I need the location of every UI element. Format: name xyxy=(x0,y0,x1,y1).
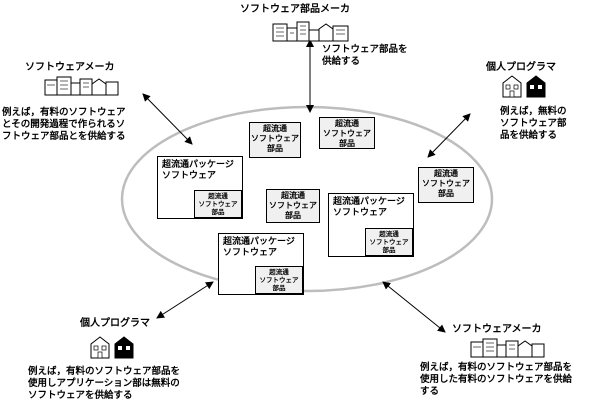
houses-icon xyxy=(90,336,134,359)
package-title: 超流通パッケージ ソフトウェア xyxy=(333,197,405,218)
arrow-bottom-left xyxy=(156,281,214,319)
top-right-description: 例えば，無料の ソフトウェア部 品を供給する xyxy=(500,106,567,141)
standalone-component: 超流通 ソフトウェア 部品 xyxy=(249,122,301,158)
top-center-label: ソフトウェア部品メーカ xyxy=(240,4,350,15)
standalone-component: 超流通 ソフトウェア 部品 xyxy=(266,189,320,223)
city-buildings-icon xyxy=(470,338,545,358)
top-center-arrow-caption: ソフトウェア部品を 供給する xyxy=(322,44,408,67)
package-software: 超流通パッケージ ソフトウェア 超流通 ソフトウェア 部品 xyxy=(328,193,414,257)
top-right-label: 個人プログラマ xyxy=(486,62,556,73)
bottom-right-description: 例えば，有料のソフトウェア部品を 使用した有料のソフトウェアを供給 する xyxy=(420,362,573,397)
bottom-right-label: ソフトウェアメーカ xyxy=(452,324,542,335)
top-left-description: 例えば，有料のソフトウェア とその開発過程で作られるソ フトウェア部品とを供給す… xyxy=(2,107,126,142)
arrow-top-left xyxy=(142,93,193,145)
package-software: 超流通パッケージ ソフトウェア 超流通 ソフトウェア 部品 xyxy=(218,233,304,295)
embedded-component: 超流通 ソフトウェア 部品 xyxy=(255,266,303,294)
package-software: 超流通パッケージ ソフトウェア 超流通 ソフトウェア 部品 xyxy=(157,156,243,219)
embedded-component: 超流通 ソフトウェア 部品 xyxy=(365,228,413,256)
top-left-label: ソフトウェアメーカ xyxy=(25,62,115,73)
bottom-left-label: 個人プログラマ xyxy=(80,318,150,329)
arrow-top-right xyxy=(427,113,471,158)
city-buildings-icon xyxy=(44,76,119,96)
package-title: 超流通パッケージ ソフトウェア xyxy=(162,160,234,181)
bottom-left-description: 例えば，有料のソフトウェア部品を 使用しアプリケーション部は無料の ソフトウェア… xyxy=(28,366,181,401)
houses-icon xyxy=(502,75,546,98)
standalone-component: 超流通 ソフトウェア 部品 xyxy=(319,117,375,149)
embedded-component: 超流通 ソフトウェア 部品 xyxy=(194,190,242,218)
city-buildings-icon xyxy=(272,21,349,42)
package-title: 超流通パッケージ ソフトウェア xyxy=(223,237,295,258)
arrow-bottom-right xyxy=(382,281,446,333)
standalone-component: 超流通 ソフトウェア 部品 xyxy=(418,167,474,203)
